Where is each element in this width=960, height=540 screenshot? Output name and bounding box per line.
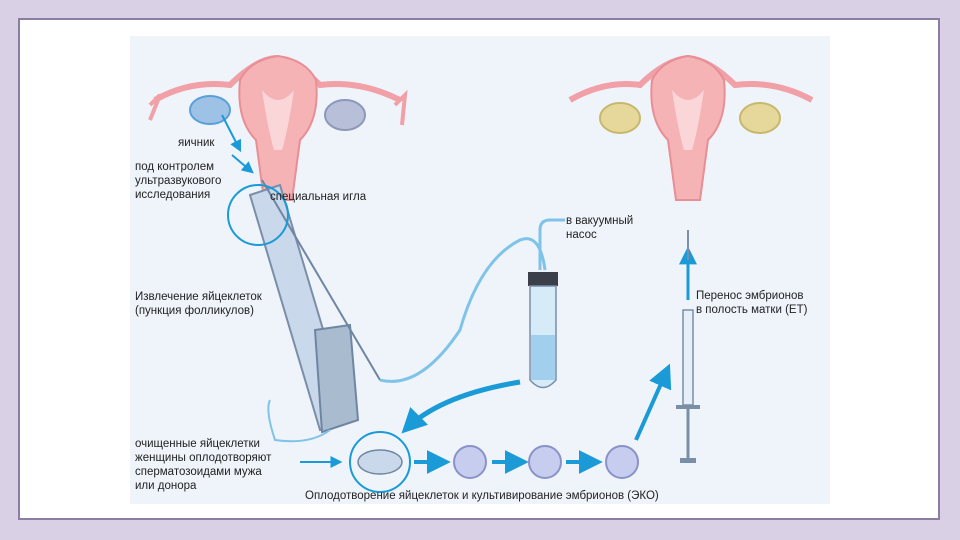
zygote-icon — [528, 445, 562, 479]
ultrasound-pointer-arrow — [231, 154, 254, 174]
label-fertilized: очищенные яйцеклетки женщины оплодотворя… — [135, 438, 272, 492]
collection-vial — [528, 272, 558, 389]
needle-zoom-circle — [227, 184, 289, 246]
petri-dish-circle — [349, 431, 411, 493]
label-needle: специальная игла — [270, 191, 367, 203]
vial-to-dish-arrow — [401, 379, 521, 434]
ultrasound-probe — [248, 179, 381, 434]
label-ivf: Оплодотворение яйцеклеток и культивирова… — [305, 490, 659, 502]
syringe — [676, 230, 700, 463]
label-transfer: Перенос эмбрионов в полость матки (ЕТ) — [696, 290, 808, 316]
right-ovary-icon — [324, 99, 366, 131]
left-uterus — [148, 54, 408, 201]
probe-cable — [267, 399, 331, 443]
egg-icon — [453, 445, 487, 479]
embryo-icon — [605, 445, 639, 479]
right-uterus-left-ovary-icon — [599, 102, 641, 134]
right-uterus-right-ovary-icon — [739, 102, 781, 134]
suction-tube — [379, 237, 547, 383]
label-ultrasound: под контролем ультразвукового исследован… — [135, 161, 222, 201]
right-uterus — [568, 54, 814, 201]
left-ovary-icon — [189, 95, 231, 125]
petri-dish-icon — [357, 449, 403, 475]
label-ovary: яичник — [178, 137, 215, 149]
pump-tube — [538, 218, 565, 270]
label-retrieval: Извлечение яйцеклеток (пункция фолликуло… — [135, 291, 262, 317]
label-vacuum: в вакуумный насос — [566, 215, 634, 241]
ovary-to-probe-arrow — [221, 114, 242, 153]
embryo-to-syringe-arrow — [634, 363, 672, 441]
